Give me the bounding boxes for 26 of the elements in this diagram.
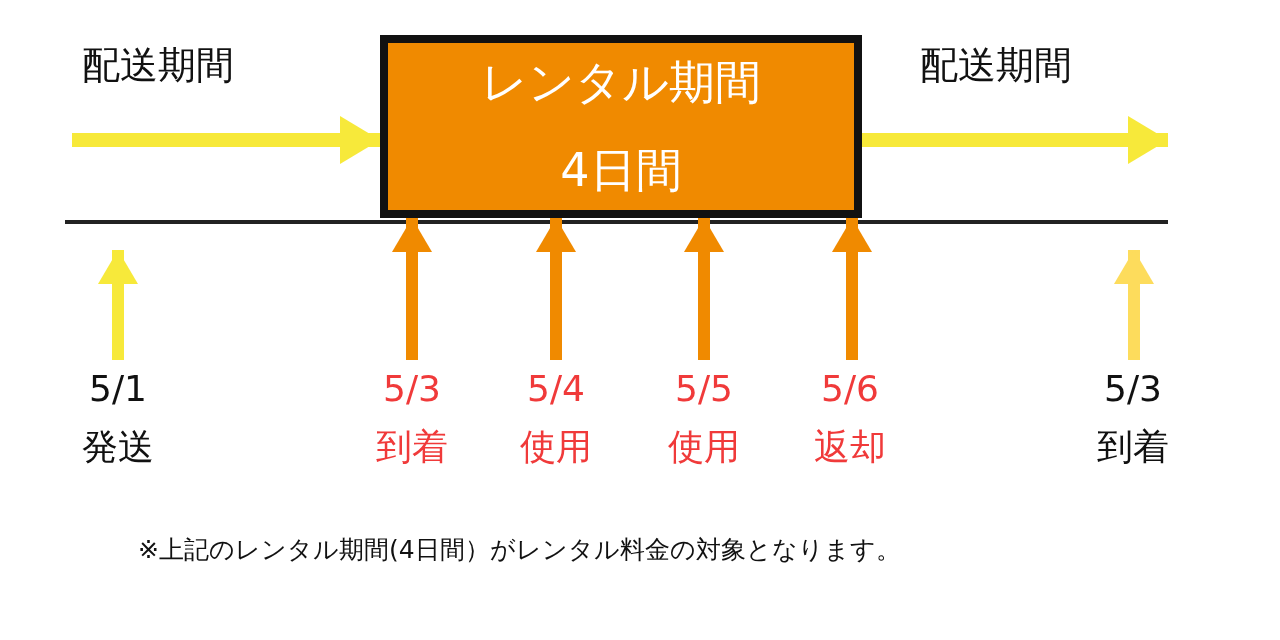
rental-period-box (380, 35, 862, 218)
event-text: 発送 (82, 424, 154, 469)
period-label: 配送期間 (82, 42, 234, 89)
arrow (392, 218, 432, 360)
arrow (862, 116, 1168, 164)
date-text: 5/6 (821, 367, 879, 411)
date-text: 5/5 (675, 367, 733, 411)
arrow (832, 218, 872, 360)
arrow (684, 218, 724, 360)
arrow (1114, 250, 1154, 360)
event-text: 使用 (520, 424, 592, 469)
event-text: 使用 (668, 424, 740, 469)
arrow (98, 250, 138, 360)
event-text: 返却 (814, 424, 886, 469)
box-title: レンタル期間 (481, 54, 761, 112)
duration-text: 4日間 (560, 141, 682, 199)
event-text: 到着 (376, 424, 448, 469)
arrow (536, 218, 576, 360)
arrow (72, 116, 380, 164)
footnote: ※上記のレンタル期間(4日間）がレンタル料金の対象となります。 (138, 534, 901, 566)
date-text: 5/3 (1104, 367, 1162, 411)
event-text: 到着 (1097, 424, 1169, 469)
date-text: 5/4 (527, 367, 585, 411)
period-label: 配送期間 (920, 42, 1072, 89)
date-text: 5/3 (383, 367, 441, 411)
date-text: 5/1 (89, 367, 147, 411)
